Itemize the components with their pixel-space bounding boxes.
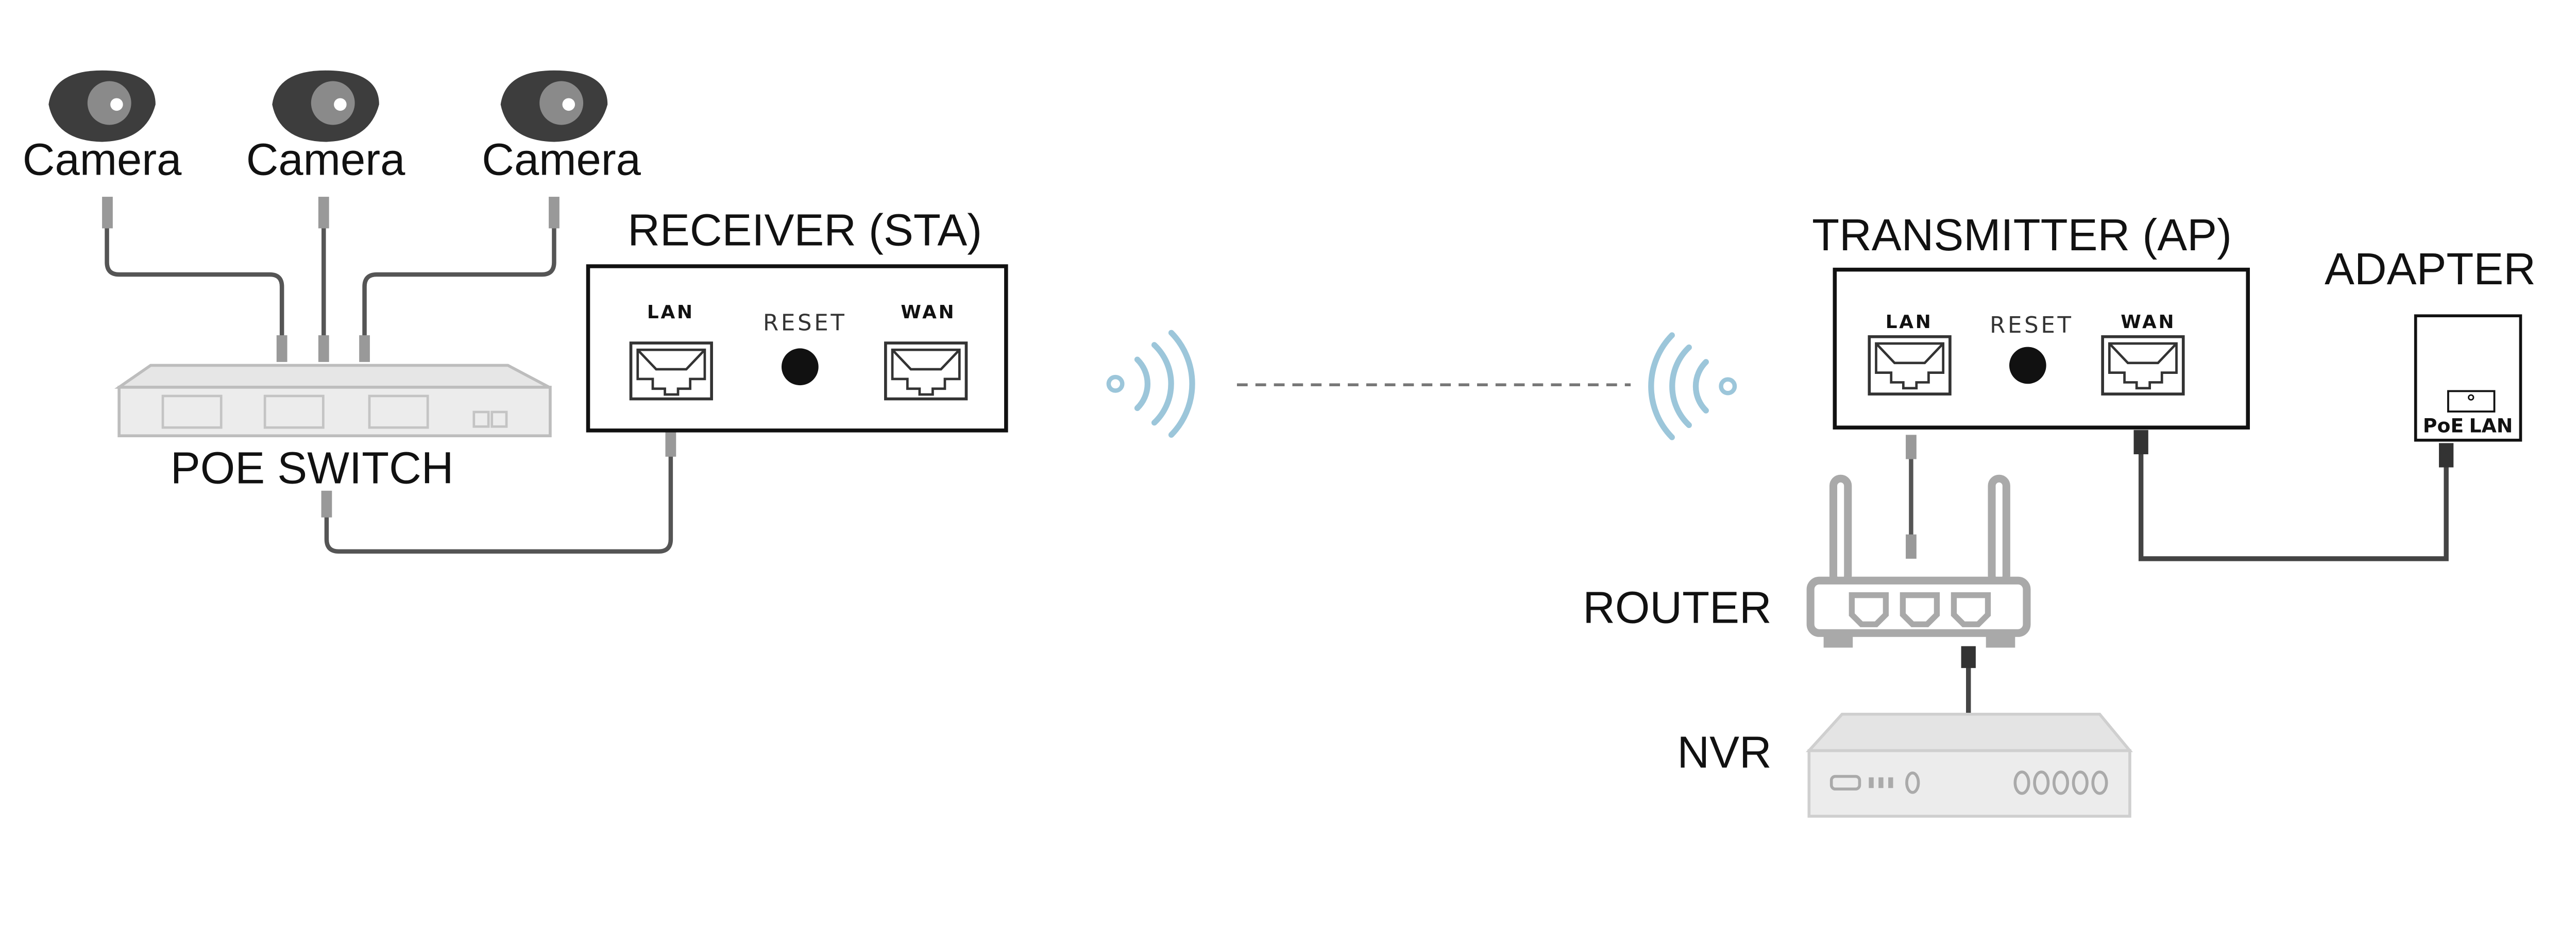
poe-switch: POE SWITCH <box>114 364 552 493</box>
adapter: ADAPTER PoE LAN <box>2325 244 2536 442</box>
wan-port-icon <box>2101 335 2185 396</box>
transmitter: TRANSMITTER (AP) LAN RESET WAN <box>1812 210 2250 430</box>
lan-port-icon <box>629 341 713 401</box>
switch-receiver-cable <box>321 430 676 554</box>
camera-cables <box>102 197 560 362</box>
camera-label: Camera <box>482 135 641 185</box>
adapter-lan-label: LAN <box>2469 415 2513 437</box>
connector-icon <box>665 430 676 457</box>
connector-icon <box>549 197 560 229</box>
connector-icon <box>1961 646 1976 668</box>
transmitter-router-cable <box>1906 435 1917 559</box>
connector-icon <box>359 335 370 362</box>
wireless-link <box>1106 330 1737 440</box>
connector-icon <box>1906 534 1917 559</box>
router: ROUTER <box>1583 474 2031 648</box>
camera-label: Camera <box>246 135 405 185</box>
connector-icon <box>102 197 113 229</box>
lan-port-icon <box>1868 335 1952 396</box>
wifi-signal-icon <box>1648 332 1737 440</box>
transmitter-title: TRANSMITTER (AP) <box>1812 210 2232 260</box>
receiver-title: RECEIVER (STA) <box>628 205 982 255</box>
lan-label: LAN <box>647 302 694 323</box>
nvr: NVR <box>1677 712 2133 818</box>
reset-label: RESET <box>763 311 847 336</box>
nvr-label: NVR <box>1677 728 1771 778</box>
router-nvr-cable <box>1961 646 1976 715</box>
connector-icon <box>318 335 329 362</box>
camera-3: Camera <box>482 70 641 185</box>
router-label: ROUTER <box>1583 582 1771 632</box>
camera-1: Camera <box>23 70 182 185</box>
wifi-signal-icon <box>1106 330 1195 438</box>
wan-port-icon <box>884 341 968 401</box>
lan-label: LAN <box>1886 312 1933 333</box>
reset-button[interactable] <box>2009 347 2046 384</box>
wan-label: WAN <box>901 302 956 323</box>
network-diagram: Camera Camera Camera <box>23 70 2536 818</box>
reset-label: RESET <box>1990 313 2074 338</box>
poe-switch-label: POE SWITCH <box>171 443 454 493</box>
connector-icon <box>1906 435 1917 459</box>
wan-label: WAN <box>2121 312 2176 333</box>
connector-icon <box>276 335 287 362</box>
camera-label: Camera <box>23 135 182 185</box>
connector-icon <box>2438 443 2454 468</box>
receiver: RECEIVER (STA) LAN RESET WAN <box>586 205 1008 433</box>
camera-2: Camera <box>246 70 405 185</box>
connector-icon <box>321 490 332 518</box>
transmitter-adapter-cable <box>2133 430 2454 561</box>
connector-icon <box>318 197 329 229</box>
connector-icon <box>2133 430 2148 455</box>
adapter-poe-label: PoE <box>2423 415 2464 437</box>
adapter-title: ADAPTER <box>2325 244 2536 294</box>
reset-button[interactable] <box>781 348 819 386</box>
